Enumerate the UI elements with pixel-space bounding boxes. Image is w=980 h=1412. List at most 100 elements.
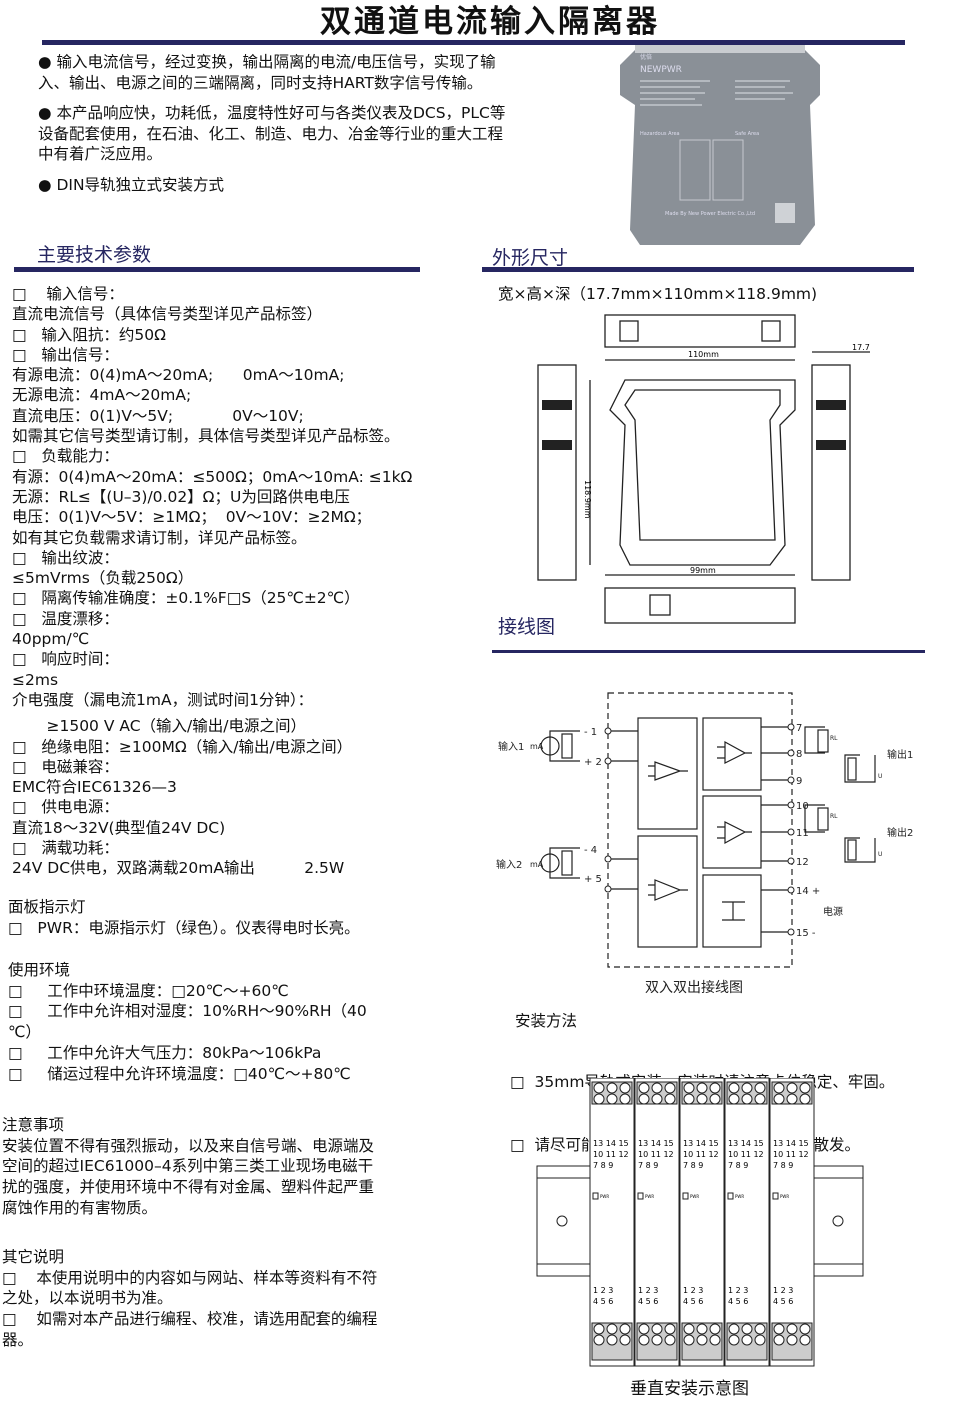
terminal-label: + 2 [584,757,602,768]
isolator-module: 13 14 15 10 11 12 7 8 9 PWR 1 2 3 4 5 6 [589,1078,635,1367]
spec-line: ≤2ms [12,670,59,689]
height-label: 118.9mm [583,480,592,519]
spec-line: 有源电流：0(4)mA～20mA; 0mA～10mA; [12,366,345,385]
panel-line: □ PWR：电源指示灯（绿色）。仪表得电时长亮。 [8,918,360,937]
spec-line: □ 输入阻抗：约50Ω [12,325,166,344]
module-label: PWR [645,1194,654,1199]
terminal-label: 12 [796,857,809,868]
spec-line: 电压：0(1)V～5V：≥1MΩ； 0V～10V：≥2MΩ； [12,508,372,527]
spec-line: 直流18～32V(典型值24V DC) [12,818,226,837]
module-label: 1 2 3 [728,1286,748,1295]
terminal-label: 7 [796,723,802,734]
specs-rule [14,267,420,272]
intro-bullet: ● 输入电流信号，经过变换，输出隔离的电流/电压信号，实现了输入、输出、电源之间… [38,53,496,92]
dimensions-text: 宽×高×深（17.7mm×110mm×118.9mm) [498,285,818,303]
dimension-drawing: 110mm 118.9mm 17.7mm 99mm [537,314,870,624]
notes-heading: 注意事项 [2,1116,65,1134]
spec-line: ≤5mVrms（负载250Ω） [12,569,194,588]
module-label: 7 8 9 [683,1161,703,1170]
dimensions-rule [482,267,914,272]
module-label: PWR [780,1194,789,1199]
module-label: 4 5 6 [728,1297,748,1306]
module-label: 7 8 9 [593,1161,613,1170]
page-title: 双通道电流输入隔离器 [320,4,660,40]
spec-line: □ 输入信号： [12,285,124,303]
module-label: 13 14 15 [728,1139,764,1148]
rl-label: RL [830,735,838,742]
notes-line: 空间的超过IEC61000–4系列中第三类工业现场电磁干 [2,1157,374,1176]
bottom-label: 99mm [690,566,716,575]
spec-line: 24V DC供电，双路满载20mA输出 2.5W [12,859,345,878]
product-image: NEWPWR 优倍 Hazardous Area Safe Area Made … [620,45,820,245]
spec-line: 有源：0(4)mA～20mA：≤500Ω；0mA～10mA: ≤1kΩ [12,467,413,486]
spec-line: 介电强度（漏电流1mA，测试时间1分钟）： [12,690,314,709]
terminal-label: 10 [796,801,809,812]
module-label: 7 8 9 [638,1161,658,1170]
module-label: 10 11 12 [773,1150,809,1159]
other-line: □ 本使用说明中的内容如与网站、样本等资料有不符 [2,1268,378,1287]
ma-label: mA [530,742,544,751]
other-heading: 其它说明 [2,1248,65,1266]
module-label: 4 5 6 [773,1297,793,1306]
module-label: 7 8 9 [773,1161,793,1170]
spec-line: □ 电磁兼容： [12,757,119,776]
module-label: 4 5 6 [593,1297,613,1306]
ma-label: mA [530,860,544,869]
intro: ● 输入电流信号，经过变换，输出隔离的电流/电压信号，实现了输入、输出、电源之间… [38,52,508,205]
module-label: 13 14 15 [773,1139,809,1148]
other-line: 之处，以本说明书为准。 [2,1289,173,1308]
notes-line: 扰的强度，并使用环境中不得有对金属、塑料件起严重 [2,1178,375,1197]
brand-cn: 优倍 [640,53,652,61]
environment-section: 使用环境□ 工作中环境温度：□20℃～+60℃□ 工作中允许相对湿度：10%RH… [8,960,367,1084]
intro-bullet: ● DIN导轨独立式安装方式 [38,175,225,194]
pwr-led-icon [592,1192,599,1200]
module-label: PWR [690,1194,699,1199]
terminal-label: - 4 [584,845,597,856]
spec-line: 直流电流信号（具体信号类型详见产品标签） [12,305,323,324]
env-line: □ 工作中允许相对湿度：10%RH～90%RH（40 [8,1002,367,1021]
maker-label: Made By New Power Electric Co.,Ltd [665,211,755,217]
module-label: 13 14 15 [683,1139,719,1148]
input2-label: 输入2 [496,858,522,871]
env-line: □ 工作中环境温度：□20℃～+60℃ [8,981,289,1000]
intro-bullet: ● 本产品响应快，功耗低，温度特性好可与各类仪表及DCS，PLC等设备配套使用，… [38,104,506,163]
output2-label: 输出2 [887,826,913,839]
panel-heading: 面板指示灯 [8,898,86,916]
module-label: 10 11 12 [593,1150,629,1159]
module-label: 1 2 3 [593,1286,613,1295]
qr-code [775,203,795,223]
input1-label: 输入1 [498,740,524,753]
hazard-label: Hazardous Area [640,131,680,137]
module-label: 1 2 3 [638,1286,658,1295]
terminal-label: 15 - [796,928,816,939]
spec-line: □ 隔离传输准确度：±0.1%F□S（25℃±2℃） [12,589,360,608]
other-section: 其它说明 □ 本使用说明中的内容如与网站、样本等资料有不符之处，以本说明书为准。 □… [2,1247,377,1351]
notes-line: 腐蚀作用的有害物质。 [2,1198,158,1217]
spec-line: 如有其它负载需求请订制，详见产品标签。 [12,528,307,547]
module-label: 4 5 6 [638,1297,658,1306]
pwr-led-icon [637,1192,644,1200]
panel-section: 面板指示灯 □ PWR：电源指示灯（绿色）。仪表得电时长亮。 [8,897,360,938]
wiring-diagram: 输入1 输入2 mA mA - 1 + 2 - 4 + 5 7 8 9 10 1… [496,692,913,996]
module-label: 10 11 12 [638,1150,674,1159]
terminal-label: 11 [796,828,809,839]
specs-heading: 主要技术参数 [37,244,152,266]
other-line: □ 如需对本产品进行编程、校准，请选用配套的编程 [2,1310,378,1329]
module-label: 13 14 15 [593,1139,629,1148]
u-label: U [878,773,882,780]
dimensions-heading: 外形尺寸 [492,247,569,269]
spec-line: □ 输出纹波： [12,548,119,567]
brand-logo: NEWPWR [640,65,682,75]
env-line: □ 储运过程中允许环境温度：□40℃～+80℃ [8,1064,351,1083]
module-label: PWR [600,1194,609,1199]
spec-line: 直流电压：0(1)V～5V; 0V～10V; [12,406,304,425]
terminal-label: + 5 [584,874,602,885]
specs-list: □ 输入信号： 直流电流信号（具体信号类型详见产品标签）□ 输入阻抗：约50Ω □ … [12,284,412,879]
notes-line: 安装位置不得有强烈振动，以及来自信号端、电源端及 [2,1136,375,1155]
notes-section: 注意事项安装位置不得有强烈振动，以及来自信号端、电源端及空间的超过IEC6100… [2,1115,374,1219]
